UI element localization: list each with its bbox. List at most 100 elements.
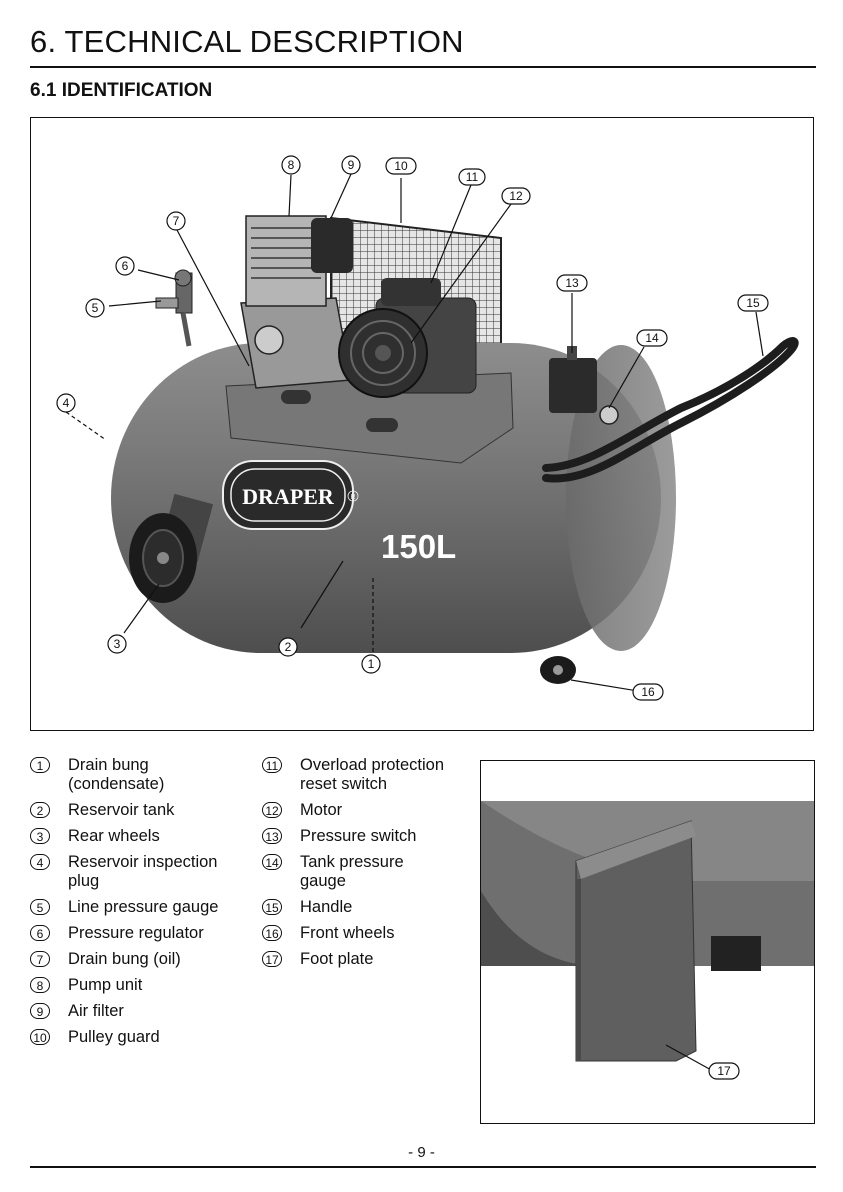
callout-1: 1 (361, 654, 381, 674)
foot-plate-illustration: 17 (481, 761, 814, 1123)
legend-number: 4 (30, 854, 50, 870)
callouts: 1 2 3 4 5 6 7 (56, 155, 769, 701)
front-wheel (540, 656, 576, 684)
svg-text:1: 1 (368, 657, 375, 671)
svg-text:9: 9 (348, 158, 355, 172)
svg-text:7: 7 (173, 214, 180, 228)
legend-number: 13 (262, 828, 282, 844)
legend-item: 17 Foot plate (262, 950, 472, 969)
legend-item: 15 Handle (262, 898, 472, 917)
callout-5: 5 (85, 298, 105, 318)
legend-column-1: 1 Drain bung (condensate) 2 Reservoir tank… (30, 756, 250, 1054)
callout-6: 6 (115, 256, 135, 276)
header-rule (30, 66, 816, 68)
legend-number: 17 (262, 951, 282, 967)
svg-text:8: 8 (288, 158, 295, 172)
legend-number: 15 (262, 899, 282, 915)
legend-label: Drain bung (oil) (68, 950, 181, 968)
legend-label: Foot plate (300, 950, 374, 968)
legend-label: Front wheels (300, 924, 395, 942)
legend-item: 2 Reservoir tank (30, 801, 250, 820)
handle (542, 337, 799, 483)
callout-7: 7 (166, 211, 186, 231)
legend-item: 5 Line pressure gauge (30, 898, 250, 917)
legend-number: 16 (262, 925, 282, 941)
page-title: 6. TECHNICAL DESCRIPTION (30, 24, 464, 59)
section-title: 6.1 IDENTIFICATION (30, 80, 213, 101)
svg-text:11: 11 (466, 170, 479, 184)
rear-wheel (129, 493, 214, 603)
legend-label: Reservoir inspection plug (68, 853, 218, 890)
air-filter (311, 218, 353, 273)
legend-label: Motor (300, 801, 343, 819)
callout-17: 17 (717, 1064, 731, 1078)
legend-label: Pulley guard (68, 1028, 160, 1046)
legend-label: Pressure switch (300, 827, 417, 845)
callout-9: 9 (341, 155, 361, 175)
svg-text:4: 4 (63, 396, 70, 410)
legend-item: 4 Reservoir inspection plug (30, 853, 250, 891)
legend-item: 7 Drain bung (oil) (30, 950, 250, 969)
svg-text:10: 10 (394, 159, 408, 173)
legend-item: 13 Pressure switch (262, 827, 472, 846)
callout-12: 12 (501, 187, 531, 205)
legend-number: 9 (30, 1003, 50, 1019)
legend-item: 10 Pulley guard (30, 1028, 250, 1047)
brand-plate: DRAPER R (222, 460, 359, 530)
legend-column-2: 11 Overload protection reset switch 12 Mot… (262, 756, 472, 976)
callout-16: 16 (632, 683, 664, 701)
legend-number: 5 (30, 899, 50, 915)
legend-label: Drain bung (condensate) (68, 756, 165, 793)
legend-number: 14 (262, 854, 282, 870)
callout-15: 15 (737, 294, 769, 312)
compressor-figure: DRAPER R 150L (30, 117, 814, 731)
legend-number: 7 (30, 951, 50, 967)
legend-number: 10 (30, 1029, 50, 1045)
legend-number: 2 (30, 802, 50, 818)
svg-text:16: 16 (641, 685, 655, 699)
legend-label: Pressure regulator (68, 924, 204, 942)
callout-11: 11 (458, 168, 486, 186)
legend-number: 11 (262, 757, 282, 773)
svg-text:14: 14 (645, 331, 659, 345)
svg-text:13: 13 (565, 276, 579, 290)
svg-text:5: 5 (92, 301, 99, 315)
brand-text: DRAPER (242, 484, 335, 509)
svg-text:6: 6 (122, 259, 129, 273)
registered-mark: R (350, 494, 355, 501)
svg-text:2: 2 (285, 640, 292, 654)
callout-2: 2 (278, 637, 298, 657)
legend-label: Overload protection reset switch (300, 756, 444, 793)
legend-label: Reservoir tank (68, 801, 175, 819)
capacity-label: 150L (381, 528, 456, 565)
legend-label: Rear wheels (68, 827, 160, 845)
pressure-regulator (155, 269, 193, 347)
legend-number: 12 (262, 802, 282, 818)
foot-plate-inset: 17 (480, 760, 815, 1124)
motor (338, 278, 477, 398)
compressor-illustration: DRAPER R 150L (56, 155, 799, 701)
callout-4: 4 (56, 393, 76, 413)
svg-text:15: 15 (746, 296, 760, 310)
callout-10: 10 (385, 157, 417, 175)
legend-label: Line pressure gauge (68, 898, 219, 916)
legend-item: 1 Drain bung (condensate) (30, 756, 250, 794)
page-number: - 9 - (408, 1144, 435, 1161)
legend-label: Handle (300, 898, 353, 916)
legend-number: 3 (30, 828, 50, 844)
legend-label: Pump unit (68, 976, 143, 994)
leader-lines (65, 173, 764, 692)
callout-8: 8 (281, 155, 301, 175)
pressure-switch (549, 346, 619, 425)
svg-text:3: 3 (114, 637, 121, 651)
legend-number: 1 (30, 757, 50, 773)
legend-item: 9 Air filter (30, 1002, 250, 1021)
footer-rule (30, 1166, 816, 1168)
legend-item: 11 Overload protection reset switch (262, 756, 472, 794)
legend-label: Air filter (68, 1002, 124, 1020)
legend-item: 3 Rear wheels (30, 827, 250, 846)
callout-3: 3 (107, 634, 127, 654)
